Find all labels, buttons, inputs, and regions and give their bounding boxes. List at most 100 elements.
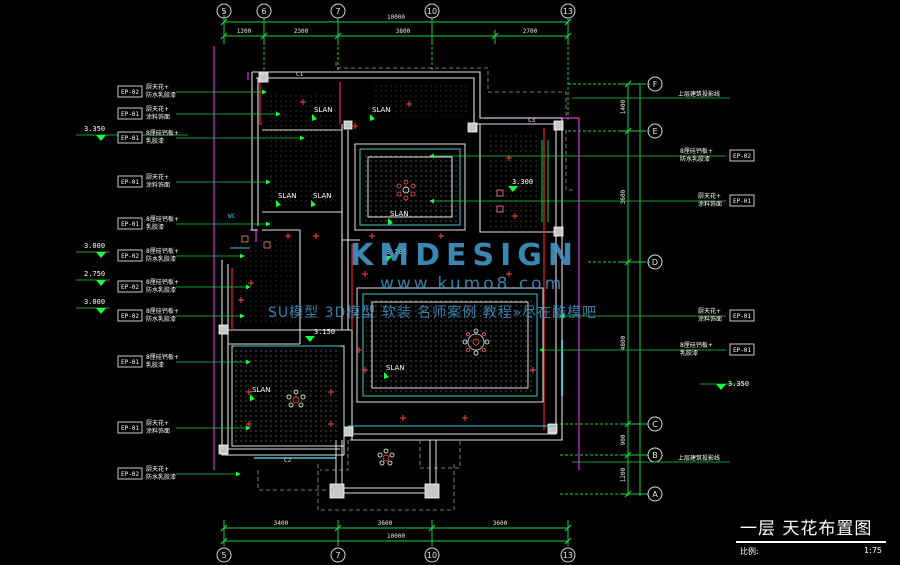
projection-note: 上层建筑投影线 bbox=[678, 454, 720, 462]
dim-top-seg: 1200 bbox=[237, 28, 252, 35]
tag-code: EP-01 bbox=[733, 313, 751, 320]
tag-code: EP-01 bbox=[733, 198, 751, 205]
slan-arrows bbox=[250, 114, 393, 401]
room-level: 3.150 bbox=[314, 328, 335, 336]
level-value: 3.000 bbox=[84, 298, 105, 306]
room-label-wc: WC bbox=[228, 213, 236, 220]
level-value: 3.350 bbox=[728, 380, 749, 388]
misc-labels: C1 C2 C3 WC bbox=[228, 71, 536, 464]
tag-material: 涂料饰面 bbox=[146, 427, 170, 435]
tag-code: EP-01 bbox=[121, 425, 139, 432]
dim-bottom-total: 10000 bbox=[387, 533, 405, 540]
dim-right-seg: 3600 bbox=[620, 189, 627, 204]
pergola bbox=[335, 440, 437, 494]
tag-code: EP-01 bbox=[121, 111, 139, 118]
axis-label-bottom: 13 bbox=[563, 551, 573, 560]
drawing-scale: 比例: 1:75 bbox=[736, 543, 886, 557]
axis-label-bottom: 7 bbox=[335, 551, 340, 560]
left-tag-texts: 厨天花+ 防水乳胶漆 厨天花+ 涂料饰面 8厘硅钙板+ 乳胶漆 厨天花+ 涂料饰… bbox=[146, 83, 179, 481]
dimension-text-right: 1400 3600 4800 900 1200 bbox=[620, 99, 627, 482]
tag-material: 8厘硅钙板+ bbox=[146, 247, 179, 255]
level-value: 3.350 bbox=[84, 125, 105, 133]
tag-material: 厨天花+ bbox=[698, 307, 721, 315]
projection-note: 上层建筑投影线 bbox=[678, 90, 720, 98]
dim-top-total: 10000 bbox=[387, 14, 405, 21]
left-level-markers: 3.350 3.000 2.750 3.000 bbox=[84, 125, 106, 314]
dim-right-seg: 1200 bbox=[620, 467, 627, 482]
left-leaders bbox=[76, 89, 305, 477]
watermark-brand: KMDESIGN bbox=[350, 238, 579, 273]
right-leaders bbox=[429, 97, 744, 463]
tag-material: 防水乳胶漆 bbox=[146, 286, 176, 294]
slan-label: SLAN bbox=[252, 386, 271, 394]
tag-material: 防水乳胶漆 bbox=[680, 155, 710, 163]
title-block: 一层 天花布置图 比例: 1:75 bbox=[736, 514, 886, 557]
tag-material: 防水乳胶漆 bbox=[146, 255, 176, 263]
scale-label: 比例: bbox=[740, 547, 759, 556]
tag-material: 8厘硅钙板+ bbox=[680, 147, 713, 155]
tag-material: 乳胶漆 bbox=[146, 137, 164, 145]
tag-material: 防水乳胶漆 bbox=[146, 473, 176, 481]
axis-label-right: C bbox=[652, 420, 658, 429]
axis-label-top: 10 bbox=[427, 7, 437, 16]
tag-material: 防水乳胶漆 bbox=[146, 315, 176, 323]
columns bbox=[218, 72, 564, 499]
slan-label: SLAN bbox=[386, 364, 405, 372]
chandelier-icon bbox=[286, 389, 306, 408]
dim-top-seg: 2300 bbox=[294, 28, 309, 35]
slan-label: SLAN bbox=[278, 192, 297, 200]
tag-code: EP-02 bbox=[121, 284, 139, 291]
level-value: 3.000 bbox=[84, 242, 105, 250]
red-walls bbox=[231, 82, 545, 430]
tag-material: 8厘硅钙板+ bbox=[146, 307, 179, 315]
watermark-slogan: SU模型 3D模型 软装 名师案例 教程»尽在酷模吧 bbox=[268, 305, 598, 321]
ceiling-coffers bbox=[230, 140, 563, 459]
slan-label: SLAN bbox=[372, 106, 391, 114]
slan-label: SLAN bbox=[313, 192, 332, 200]
dim-top-seg: 2700 bbox=[523, 28, 538, 35]
tag-code: EP-02 bbox=[121, 471, 139, 478]
tag-code: EP-01 bbox=[121, 179, 139, 186]
tag-code: EP-02 bbox=[733, 153, 751, 160]
projection-lines bbox=[257, 62, 576, 511]
door-label-c1: C1 bbox=[296, 71, 304, 78]
tag-material: 涂料饰面 bbox=[146, 113, 170, 121]
axis-label-top: 6 bbox=[261, 7, 266, 16]
tag-code: EP-02 bbox=[121, 89, 139, 96]
dimension-ticks bbox=[220, 18, 632, 545]
level-value: 2.750 bbox=[84, 270, 105, 278]
tag-material: 厨天花+ bbox=[146, 83, 169, 91]
tag-code: EP-01 bbox=[121, 221, 139, 228]
watermark-url: www.kumo8.com bbox=[380, 274, 565, 294]
axis-label-bottom: 10 bbox=[427, 551, 437, 560]
slan-labels: SLAN SLAN SLAN SLAN SLAN SLAN SLAN bbox=[252, 106, 409, 394]
right-tag-boxes bbox=[729, 149, 755, 356]
dim-top-seg: 3800 bbox=[396, 28, 411, 35]
tag-material: 8厘硅钙板+ bbox=[146, 278, 179, 286]
left-tag-codes: EP-02 EP-01 EP-01 EP-01 EP-01 EP-02 EP-0… bbox=[121, 89, 139, 478]
tag-code: EP-01 bbox=[733, 347, 751, 354]
downlights bbox=[238, 99, 536, 427]
axis-label-top: 5 bbox=[221, 7, 226, 16]
scale-value: 1:75 bbox=[864, 546, 882, 555]
axis-label-top: 7 bbox=[335, 7, 340, 16]
dim-right-seg: 1400 bbox=[620, 99, 627, 114]
tag-material: 厨天花+ bbox=[146, 105, 169, 113]
tag-code: EP-02 bbox=[121, 313, 139, 320]
tag-material: 8厘硅钙板+ bbox=[146, 215, 179, 223]
drawing-title: 一层 天花布置图 bbox=[736, 514, 886, 543]
dimension-text: 10000 1200 2300 3800 2700 3400 3600 3600… bbox=[237, 14, 538, 540]
room-level-markers: 3.300 3.102 3.150 bbox=[305, 178, 533, 342]
chandelier-icon bbox=[396, 179, 416, 201]
tag-material: 防水乳胶漆 bbox=[146, 91, 176, 99]
tag-material: 乳胶漆 bbox=[146, 223, 164, 231]
floor-notes: 上层建筑投影线 上层建筑投影线 bbox=[678, 90, 720, 462]
axis-label-right: D bbox=[652, 258, 658, 267]
axis-label-right: E bbox=[652, 127, 657, 136]
axis-label-top: 13 bbox=[563, 7, 573, 16]
right-tag-texts: 8厘硅钙板+ 防水乳胶漆 厨天花+ 涂料饰面 厨天花+ 涂料饰面 8厘硅钙板+ … bbox=[680, 147, 722, 357]
slan-label: SLAN bbox=[314, 106, 333, 114]
tag-material: 涂料饰面 bbox=[146, 181, 170, 189]
tag-material: 厨天花+ bbox=[146, 173, 169, 181]
